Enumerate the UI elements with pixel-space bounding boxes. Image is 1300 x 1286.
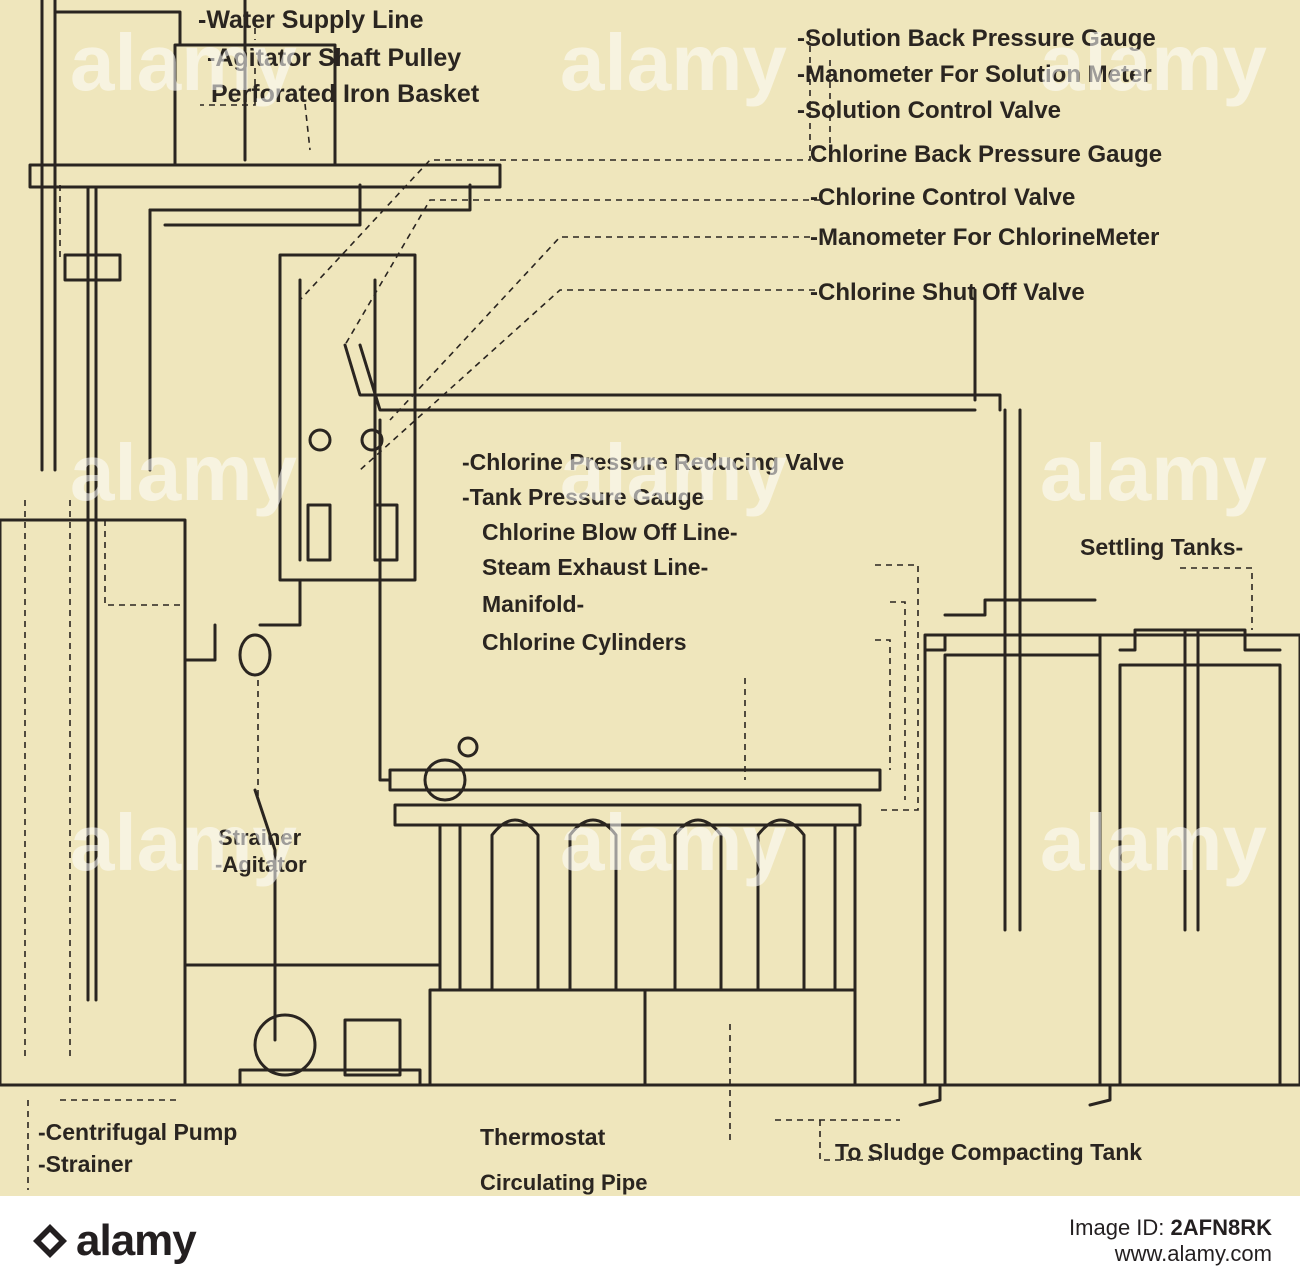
label-chlorine-back-pressure-gauge: Chlorine Back Pressure Gauge [810, 141, 1162, 168]
pipe-down-2 [148, 183, 472, 212]
chlorine-cylinder-2 [568, 818, 618, 992]
label-circulating-pipe: Circulating Pipe [480, 1170, 647, 1195]
water-supply-pipe [53, 10, 182, 47]
solution-line-return [358, 343, 977, 412]
label-agitator-shaft-pulley: -Agitator Shaft Pulley [207, 44, 461, 72]
image-id: 2AFN8RK [1170, 1215, 1272, 1240]
shaft-pulley [63, 253, 122, 282]
pipe-agitator [253, 788, 277, 1042]
label-steam-exhaust-line: Steam Exhaust Line- [482, 554, 708, 580]
label-strainer-upper: Strainer [218, 825, 302, 850]
leader-blow-off [875, 564, 919, 811]
label-agitator: -Agitator [215, 852, 307, 877]
manifold-supply [378, 418, 392, 782]
settling-tank-1-top [943, 598, 1097, 617]
chlorine-cylinder-3 [673, 818, 723, 992]
label-manometer-solution-meter: -Manometer For Solution Meter [797, 61, 1152, 88]
label-solution-control-valve: -Solution Control Valve [797, 97, 1061, 124]
gauge-2 [360, 428, 384, 452]
watermark-4: alamy [70, 428, 297, 517]
leader-chlorine-cv [344, 199, 820, 346]
pump-motor [343, 1018, 402, 1077]
watermark-9: alamy [1040, 798, 1267, 887]
watermark-5: alamy [560, 428, 787, 517]
stock-footer: alamy Image ID: 2AFN8RK www.alamy.com [0, 1196, 1300, 1286]
cylinder-bench [393, 803, 862, 827]
settling-tank-2-top [1118, 628, 1282, 652]
watermark-7: alamy [70, 798, 297, 887]
label-chlorine-pressure-reducing-valve: -Chlorine Pressure Reducing Valve [462, 449, 844, 475]
leader-shut-off [359, 289, 815, 471]
label-manifold: Manifold- [482, 591, 584, 617]
settling-tank-2-inner [1118, 663, 1282, 1087]
label-settling-tanks: Settling Tanks- [1080, 534, 1243, 560]
chlorine-cylinder-4 [756, 818, 806, 992]
label-thermostat: Thermostat [480, 1124, 606, 1150]
gauge-1 [308, 428, 332, 452]
sludge-outlet-1 [918, 1083, 942, 1107]
leader-manifold [875, 639, 891, 770]
label-to-sludge-compacting-tank: To Sludge Compacting Tank [835, 1139, 1142, 1165]
label-manometer-chlorine-meter: -Manometer For ChlorineMeter [810, 224, 1159, 251]
solution-line-to-settling-tanks [343, 343, 1002, 412]
strainer-upper-body [238, 633, 272, 677]
watermark-3: alamy [1040, 18, 1267, 107]
label-tank-pressure-gauge: -Tank Pressure Gauge [462, 484, 704, 510]
watermark-8: alamy [560, 798, 787, 887]
pipe-down-3 [163, 183, 362, 227]
sludge-outlet-2 [1088, 1083, 1112, 1107]
watermark-1: alamy [70, 18, 297, 107]
brand-name: alamy [76, 1216, 197, 1265]
alamy-logo-icon [33, 1224, 67, 1258]
tank-gauge [457, 736, 479, 758]
label-chlorine-control-valve: -Chlorine Control Valve [810, 184, 1075, 211]
upper-platform [28, 163, 502, 189]
chlorination-plant-diagram: -Water Supply Line -Agitator Shaft Pulle… [0, 0, 1300, 1195]
meter-2 [373, 503, 399, 562]
label-perforated-iron-basket: Perforated Iron Basket [211, 80, 480, 108]
pipe-to-strainer [258, 578, 302, 627]
diagram-stage: -Water Supply Line -Agitator Shaft Pulle… [0, 0, 1300, 1196]
settling-tank-1-rim [923, 633, 947, 652]
brand[interactable]: alamy [30, 1216, 197, 1266]
leader-manometer [389, 236, 810, 421]
thermostat-bath [428, 988, 857, 1087]
meter-1 [306, 503, 332, 562]
leader-agitator-pulley [200, 68, 256, 106]
label-chlorine-blow-off-line: Chlorine Blow Off Line- [482, 519, 738, 545]
site-url[interactable]: www.alamy.com [1114, 1241, 1272, 1266]
settling-tank-1-inner [943, 653, 1102, 1087]
leader-settling [1180, 567, 1253, 630]
watermark-2: alamy [560, 18, 787, 107]
pressure-reducing-valve [423, 758, 467, 802]
footer-meta: Image ID: 2AFN8RK www.alamy.com [1069, 1215, 1272, 1266]
pump-base [238, 1068, 422, 1087]
leader-basket [304, 103, 311, 151]
label-centrifugal-pump: -Centrifugal Pump [38, 1119, 237, 1145]
leader-left-4 [104, 520, 185, 606]
leader-steam [890, 601, 906, 800]
chlorine-cylinder-1 [490, 818, 540, 992]
label-chlorine-shut-off-valve: -Chlorine Shut Off Valve [810, 279, 1085, 306]
control-panel [278, 253, 417, 582]
leader-sludge [819, 1120, 880, 1161]
watermark-6: alamy [1040, 428, 1267, 517]
label-solution-back-pressure-gauge: -Solution Back Pressure Gauge [797, 25, 1156, 52]
pipe-to-pump [183, 623, 442, 967]
centrifugal-pump-body [253, 1013, 317, 1077]
label-water-supply-line: -Water Supply Line [198, 6, 424, 34]
label-strainer-lower: -Strainer [38, 1151, 133, 1177]
label-chlorine-cylinders: Chlorine Cylinders [482, 629, 686, 655]
